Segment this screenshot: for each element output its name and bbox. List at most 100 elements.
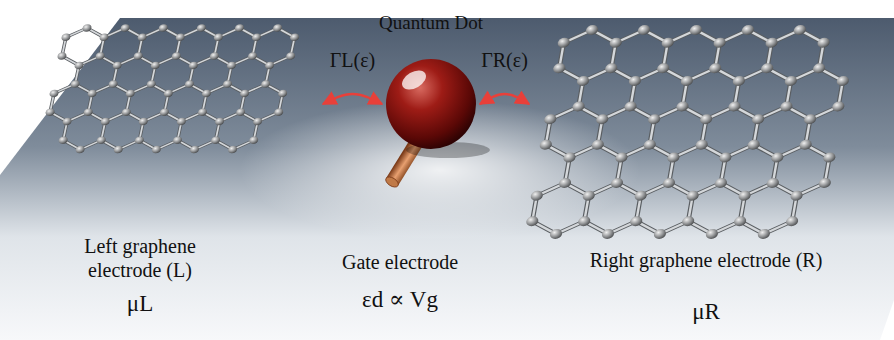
right-electrode: Right graphene electrode (R) μR [532, 22, 880, 330]
carbon-atom [133, 52, 143, 59]
carbon-atom [836, 76, 850, 86]
carbon-atom [757, 229, 771, 239]
quantum-dot: Quantum Dot [385, 58, 477, 150]
carbon-atom [277, 90, 287, 97]
carbon-atom [681, 216, 695, 226]
carbon-atom [188, 62, 198, 69]
carbon-atom [539, 140, 553, 150]
carbon-atom [260, 80, 270, 87]
carbon-atom [151, 146, 161, 153]
sphere-highlight [399, 67, 430, 94]
coupling-label: ΓR(ε) [481, 48, 528, 72]
carbon-atom [45, 108, 55, 115]
carbon-atom [803, 114, 817, 124]
carbon-atom [595, 114, 609, 124]
carbon-atom [790, 191, 804, 201]
carbon-atom [695, 140, 709, 150]
carbon-atom [99, 34, 109, 41]
carbon-atom [120, 24, 130, 31]
carbon-atom [201, 90, 211, 97]
carbon-atom [713, 38, 727, 48]
carbon-atom [184, 80, 194, 87]
carbon-atom [818, 178, 832, 188]
carbon-atom [615, 152, 629, 162]
node-title: Quantum Dot [325, 12, 537, 35]
gate-electrode: Gate electrodeεd ∝ Vg [310, 250, 490, 320]
carbon-atom [196, 24, 206, 31]
carbon-atom [74, 62, 84, 69]
carbon-atom [784, 76, 798, 86]
carbon-atom [138, 118, 148, 125]
carbon-atom [686, 191, 700, 201]
carbon-atom [95, 52, 105, 59]
carbon-atom [159, 108, 169, 115]
carbon-atom [765, 38, 779, 48]
carbon-atom [171, 52, 181, 59]
carbon-atom [766, 178, 780, 188]
carbon-atom [272, 24, 282, 31]
carbon-atom [197, 108, 207, 115]
carbon-atom [751, 114, 765, 124]
carbon-atom [61, 34, 71, 41]
carbon-atom [289, 34, 299, 41]
carbon-atom [624, 101, 638, 111]
carbon-atom [779, 101, 793, 111]
carbon-atom [552, 63, 566, 73]
carbon-atom [264, 62, 274, 69]
carbon-atom [577, 216, 591, 226]
carbon-atom [530, 191, 544, 201]
node-symbol: μR [532, 298, 880, 326]
carbon-atom [601, 229, 615, 239]
carbon-atom [656, 63, 670, 73]
carbon-atom [563, 152, 577, 162]
carbon-atom [667, 152, 681, 162]
carbon-atom [222, 80, 232, 87]
carbon-atom [49, 90, 59, 97]
node-title: Right graphene electrode (R) [532, 248, 880, 272]
carbon-atom [572, 101, 586, 111]
coupling-arrow [480, 94, 529, 104]
carbon-atom [738, 191, 752, 201]
node-title: Gate electrode [310, 250, 490, 274]
carbon-atom [235, 108, 245, 115]
carbon-atom [822, 152, 836, 162]
carbon-atom [226, 62, 236, 69]
carbon-atom [604, 63, 618, 73]
carbon-atom [239, 90, 249, 97]
carbon-atom [662, 178, 676, 188]
carbon-atom [549, 229, 563, 239]
carbon-atom [727, 101, 741, 111]
carbon-atom [741, 25, 755, 35]
carbon-atom [747, 140, 761, 150]
carbon-atom [121, 108, 131, 115]
carbon-atom [189, 146, 199, 153]
carbon-atom [543, 114, 557, 124]
carbon-atom [708, 63, 722, 73]
carbon-atom [812, 63, 826, 73]
carbon-atom [629, 216, 643, 226]
carbon-atom [70, 80, 80, 87]
carbon-atom [760, 63, 774, 73]
carbon-atom [628, 76, 642, 86]
node-title: Left graphene electrode (L) [60, 234, 220, 282]
carbon-atom [108, 80, 118, 87]
carbon-atom [719, 152, 733, 162]
carbon-atom [87, 90, 97, 97]
carbon-atom [676, 101, 690, 111]
substrate-plate [0, 18, 894, 340]
carbon-atom [247, 52, 257, 59]
carbon-atom [733, 216, 747, 226]
carbon-atom [831, 101, 845, 111]
carbon-atom [799, 140, 813, 150]
carbon-atom [163, 90, 173, 97]
carbon-atom [248, 136, 258, 143]
carbon-atom [770, 152, 784, 162]
carbon-atom [591, 140, 605, 150]
carbon-atom [680, 76, 694, 86]
left-electrode: Left graphene electrode (L)μL [20, 22, 320, 322]
carbon-atom [610, 178, 624, 188]
carbon-atom [214, 118, 224, 125]
carbon-atom [234, 24, 244, 31]
